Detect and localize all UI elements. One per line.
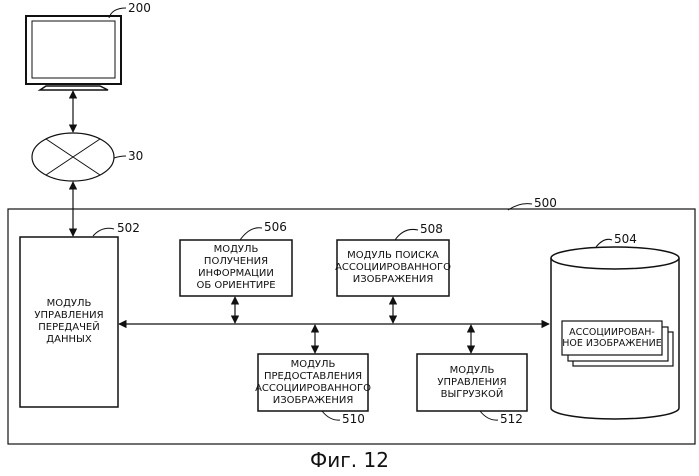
- monitor-icon: [26, 16, 121, 90]
- comm-module-ref: 502: [117, 221, 140, 235]
- provide-module-label: МОДУЛЬ ПРЕДОСТАВЛЕНИЯ АССОЦИИРОВАННОГО И…: [258, 354, 368, 411]
- landmark-module-label: МОДУЛЬ ПОЛУЧЕНИЯ ИНФОРМАЦИИ ОБ ОРИЕНТИРЕ: [180, 240, 292, 296]
- comm-module-label: МОДУЛЬ УПРАВЛЕНИЯ ПЕРЕДАЧЕЙ ДАННЫХ: [20, 237, 118, 407]
- landmark-module-ref-leader: [240, 228, 262, 240]
- upload-module-ref-leader: [480, 411, 498, 420]
- provide-module-ref-leader: [322, 411, 340, 420]
- stored-image-label: АССОЦИИРОВАН- НОЕ ИЗОБРАЖЕНИЕ: [562, 321, 662, 355]
- storage-ref: 504: [614, 232, 637, 246]
- figure-caption: Фиг. 12: [0, 448, 699, 472]
- landmark-module-ref: 506: [264, 220, 287, 234]
- server-ref: 500: [534, 196, 557, 210]
- network-icon: [32, 133, 114, 181]
- search-module-ref: 508: [420, 222, 443, 236]
- network-ref: 30: [128, 149, 143, 163]
- comm-module-ref-leader: [93, 228, 114, 236]
- upload-module-label: МОДУЛЬ УПРАВЛЕНИЯ ВЫГРУЗКОЙ: [417, 354, 527, 411]
- storage-ref-leader: [596, 239, 612, 247]
- provide-module-ref: 510: [342, 412, 365, 426]
- search-module-label: МОДУЛЬ ПОИСКА АССОЦИИРОВАННОГО ИЗОБРАЖЕН…: [337, 240, 449, 296]
- monitor-ref: 200: [128, 1, 151, 15]
- upload-module-ref: 512: [500, 412, 523, 426]
- network-ref-leader: [114, 156, 126, 158]
- search-module-ref-leader: [395, 229, 418, 240]
